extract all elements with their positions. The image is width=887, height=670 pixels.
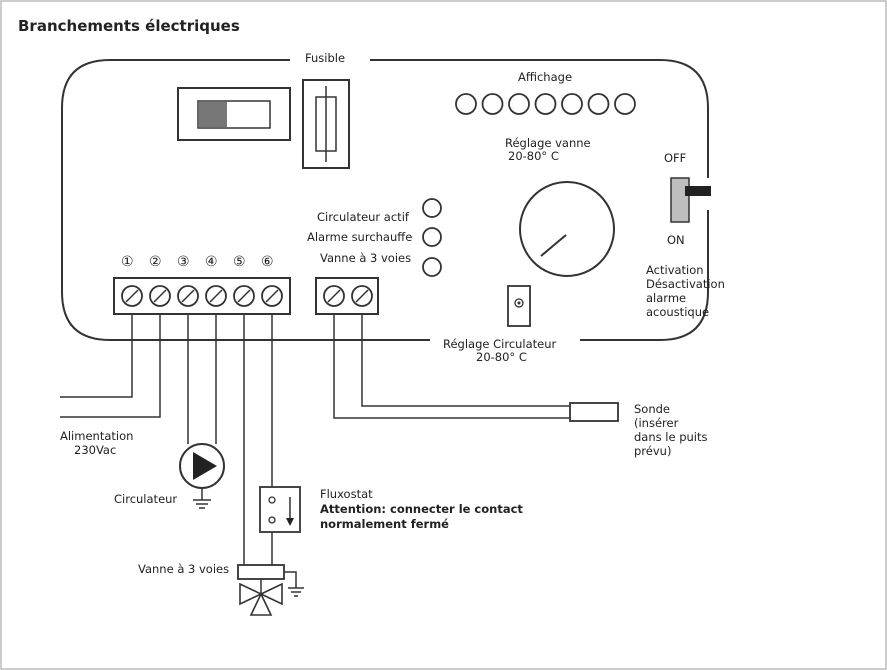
terminal-screw-3 — [177, 285, 199, 307]
terminal-number-1: ① — [121, 254, 134, 270]
vanne-label: Vanne à 3 voies — [138, 562, 229, 576]
reglage-vanne-label: Réglage vanne — [505, 136, 591, 150]
reglage-vanne-range: 20-80° C — [508, 149, 559, 163]
alimentation-label: Alimentation — [60, 429, 133, 443]
activation-line1: Activation — [646, 263, 704, 277]
display-digit-2 — [481, 93, 504, 115]
terminal-number-6: ⑥ — [261, 254, 274, 270]
reglage-circ-range: 20-80° C — [476, 350, 527, 364]
display-digit-4 — [534, 93, 557, 115]
terminal-screw-5 — [233, 285, 255, 307]
three-way-valve-icon — [237, 564, 304, 616]
circulateur-label: Circulateur — [114, 492, 177, 506]
vanne-led-label: Vanne à 3 voies — [320, 251, 411, 265]
sonde-probe — [569, 402, 619, 422]
terminal-slot-3 — [181, 289, 195, 303]
display-digit-3 — [508, 93, 530, 115]
on-label: ON — [667, 233, 685, 247]
terminal-screw-s1 — [323, 285, 345, 307]
terminal-slot-5 — [237, 289, 251, 303]
wires — [60, 314, 570, 568]
activation-line2: Désactivation — [646, 277, 725, 291]
terminal-slot-s1 — [327, 289, 341, 303]
attention-line2: normalement fermé — [320, 517, 449, 531]
circulator-potentiometer[interactable] — [507, 285, 531, 327]
affichage-label: Affichage — [518, 70, 572, 84]
display-digit-7 — [614, 93, 636, 115]
terminal-slot-s2 — [355, 289, 369, 303]
led-vanne — [422, 257, 442, 277]
terminal-screw-6 — [261, 285, 283, 307]
sonde-label1: Sonde — [634, 402, 670, 416]
fuse — [302, 79, 350, 169]
terminal-slot-6 — [265, 289, 279, 303]
terminal-slot-2 — [153, 289, 167, 303]
terminal-number-5: ⑤ — [233, 254, 246, 270]
alarm-switch[interactable] — [670, 177, 711, 223]
terminal-slot-4 — [209, 289, 223, 303]
circulateur-actif-label: Circulateur actif — [317, 210, 410, 224]
display-digits — [455, 93, 636, 115]
display-digit-6 — [587, 93, 610, 115]
terminal-screw-1 — [121, 285, 143, 307]
terminal-screw-4 — [205, 285, 227, 307]
terminal-screw-2 — [149, 285, 171, 307]
sonde-label3: dans le puits — [634, 430, 708, 444]
sonde-label2: (insérer — [634, 416, 679, 430]
terminal-number-2: ② — [149, 254, 162, 270]
housing-outline — [61, 59, 709, 341]
display-digit-1 — [455, 93, 477, 115]
flow-switch-icon — [259, 486, 301, 533]
fusible-label: Fusible — [305, 51, 345, 65]
pump-icon — [179, 443, 225, 509]
reglage-circ-label: Réglage Circulateur — [443, 337, 557, 351]
terminal-block-sonde — [315, 277, 379, 315]
terminal-number-3: ③ — [177, 254, 190, 270]
terminal-screw-s2 — [351, 285, 373, 307]
terminal-block-main — [113, 277, 291, 315]
attention-line1: Attention: connecter le contact — [320, 502, 523, 516]
led-circulateur — [422, 198, 442, 218]
off-label: OFF — [664, 151, 686, 165]
activation-line4: acoustique — [646, 305, 709, 319]
slide-switch — [177, 87, 291, 141]
alarme-surchauffe-label: Alarme surchauffe — [307, 230, 412, 244]
fluxostat-label: Fluxostat — [320, 487, 373, 501]
activation-line3: alarme — [646, 291, 686, 305]
valve-dial[interactable] — [519, 181, 615, 277]
page-title: Branchements électriques — [18, 17, 240, 35]
led-alarme — [422, 227, 442, 247]
terminal-slot-1 — [125, 289, 139, 303]
terminal-number-4: ④ — [205, 254, 218, 270]
alimentation-voltage: 230Vac — [74, 443, 116, 457]
sonde-label4: prévu) — [634, 444, 671, 458]
display-digit-5 — [561, 93, 583, 115]
